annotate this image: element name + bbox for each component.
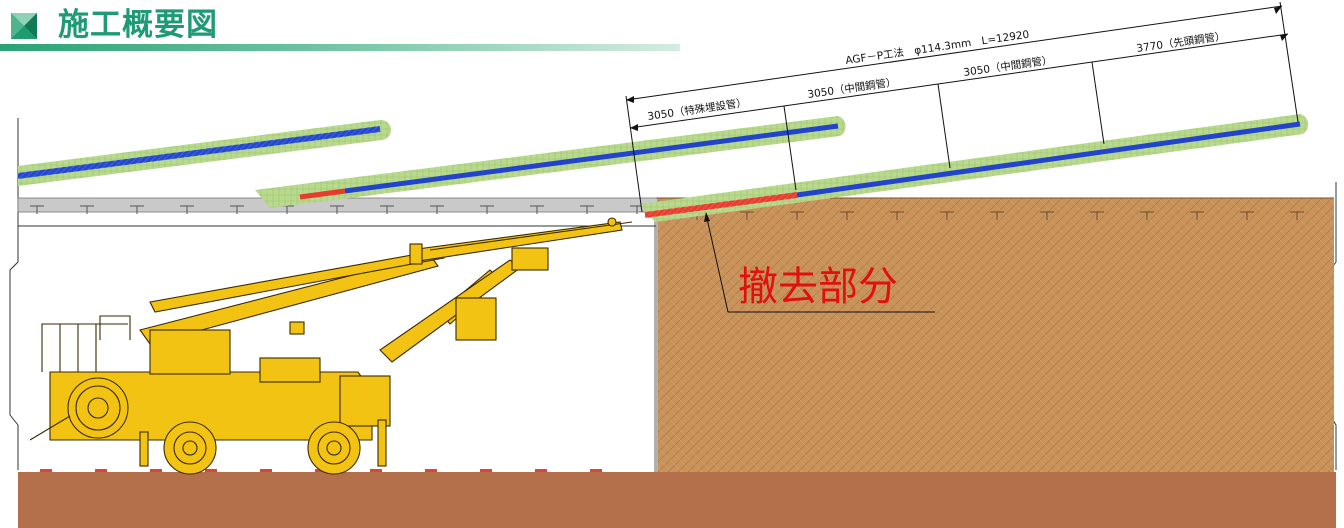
header: 施工概要図 bbox=[0, 0, 680, 54]
segment-label-2: 3050（中間鋼管） bbox=[807, 75, 898, 101]
drill-jumbo bbox=[29, 217, 633, 475]
agf-pipe-3 bbox=[640, 114, 1309, 222]
removal-label: 撤去部分 bbox=[738, 264, 898, 310]
ground-layer bbox=[18, 472, 1336, 528]
bullet-icon bbox=[11, 13, 37, 39]
dimension-lines bbox=[625, 1, 1299, 313]
agf-pipe-1 bbox=[17, 119, 392, 186]
title-underline bbox=[0, 44, 680, 51]
segment-label-4: 3770（先頭鋼管） bbox=[1136, 29, 1227, 55]
page-title: 施工概要図 bbox=[58, 7, 218, 43]
segment-label-3: 3050（中間鋼管） bbox=[963, 53, 1054, 79]
dimension-arrows bbox=[626, 6, 1288, 222]
soil-block bbox=[656, 198, 1334, 472]
agf-pipe-2 bbox=[255, 116, 846, 208]
